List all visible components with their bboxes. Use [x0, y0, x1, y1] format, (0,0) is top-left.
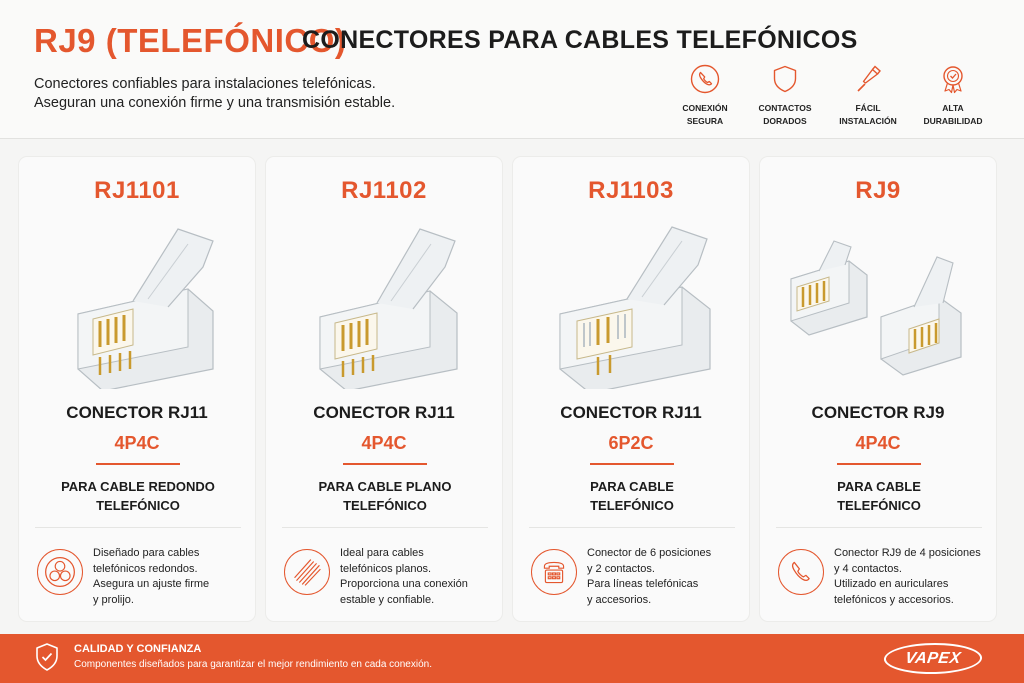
product-description: Ideal para cables telefónicos planos. Pr…	[340, 546, 500, 608]
card-divider	[529, 527, 735, 528]
product-card-rj1103: RJ1103 CONECTOR RJ11 6P2C PARA CABLE TEL…	[512, 156, 750, 622]
description-line: y accesorios.	[587, 593, 652, 606]
connector-image	[559, 226, 711, 389]
shield-icon	[773, 65, 797, 93]
card-divider	[35, 527, 241, 528]
description-line: Para líneas telefónicas	[587, 578, 699, 590]
product-use-line: PARA CABLE	[837, 479, 921, 494]
connector-image	[77, 228, 214, 389]
product-card-rj1101: RJ1101 CONECTOR RJ11 4P4C PARA CABLE RED…	[18, 156, 256, 622]
feature-label-line: DORADOS	[763, 116, 807, 126]
feature-secure-connection: CONEXIÓN SEGURA	[665, 64, 745, 128]
intro-line-1: Conectores confiables para instalaciones…	[34, 76, 376, 92]
product-card-rj1102: RJ1102 CONECTOR RJ11 4P4C PARA CABLE PLA…	[265, 156, 503, 622]
feature-label-line: DURABILIDAD	[923, 116, 983, 126]
feature-label-line: INSTALACIÓN	[839, 116, 897, 126]
connector-image	[790, 240, 962, 376]
round-cable-icon	[37, 549, 83, 595]
product-code: RJ1102	[341, 177, 427, 204]
card-divider	[776, 527, 982, 528]
intro-text: Conectores confiables para instalaciones…	[34, 75, 395, 113]
intro-line-2: Aseguran una conexión firme y una transm…	[34, 95, 396, 111]
accent-underline	[837, 463, 921, 465]
product-code: RJ9	[855, 177, 901, 204]
accent-underline	[96, 463, 180, 465]
footer-title: CALIDAD Y CONFIANZA	[74, 643, 202, 655]
feature-label-line: ALTA	[942, 103, 964, 113]
description-line: Asegura un ajuste firme	[93, 578, 210, 590]
feature-durability: ALTA DURABILIDAD	[913, 64, 993, 128]
product-use-line: TELEFÓNICO	[343, 498, 427, 513]
feature-label-line: FÁCIL	[855, 103, 881, 113]
product-use-line: TELEFÓNICO	[96, 498, 180, 513]
flat-cable-icon	[284, 549, 330, 595]
product-name: CONECTOR RJ11	[560, 403, 702, 422]
cable-icon	[857, 65, 881, 92]
feature-label-line: CONTACTOS	[758, 103, 812, 113]
description-line: telefónicos y accesorios.	[834, 593, 954, 606]
description-line: y 2 contactos.	[587, 562, 655, 575]
product-name: CONECTOR RJ11	[313, 403, 455, 422]
description-line: y prolijo.	[93, 593, 134, 606]
product-description: Conector RJ9 de 4 posiciones y 4 contact…	[834, 546, 994, 608]
feature-gold-contacts: CONTACTOS DORADOS	[745, 64, 825, 128]
shield-check-icon	[36, 643, 58, 671]
product-code: RJ1103	[588, 177, 674, 204]
description-line: Conector de 6 posiciones	[587, 547, 712, 559]
feature-easy-install: FÁCIL INSTALACIÓN	[828, 64, 908, 128]
product-use-line: TELEFÓNICO	[837, 498, 921, 513]
description-line: Utilizado en auriculares	[834, 578, 949, 590]
accent-underline	[590, 463, 674, 465]
product-use-line: PARA CABLE	[590, 479, 674, 494]
medal-icon	[943, 66, 963, 94]
product-use: PARA CABLE REDONDO TELEFÓNICO	[29, 477, 247, 515]
page-subtitle: CONECTORES PARA CABLES TELEFÓNICOS	[302, 26, 858, 54]
description-line: estable y confiable.	[340, 593, 435, 606]
phone-icon	[690, 64, 720, 94]
description-line: y 4 contactos.	[834, 562, 902, 575]
product-code: RJ1101	[94, 177, 180, 204]
product-use: PARA CABLE TELEFÓNICO	[523, 477, 741, 515]
feature-label: FÁCIL INSTALACIÓN	[828, 102, 908, 128]
footer-subtitle: Componentes diseñados para garantizar el…	[74, 659, 432, 670]
product-config: 4P4C	[361, 433, 407, 453]
product-config: 4P4C	[855, 433, 901, 453]
card-divider	[282, 527, 488, 528]
product-use-line: PARA CABLE PLANO	[318, 479, 452, 494]
page-header: RJ9 (TELEFÓNICO) CONECTORES PARA CABLES …	[0, 0, 1024, 138]
feature-label-line: SEGURA	[686, 116, 724, 126]
product-config: 6P2C	[608, 433, 654, 453]
product-name: CONECTOR RJ9	[811, 403, 945, 422]
description-line: Proporciona una conexión	[340, 578, 468, 590]
product-name: CONECTOR RJ11	[66, 403, 208, 422]
description-line: Conector RJ9 de 4 posiciones	[834, 547, 981, 559]
feature-label: ALTA DURABILIDAD	[913, 102, 993, 128]
feature-label-line: CONEXIÓN	[682, 103, 728, 113]
handset-icon	[778, 549, 824, 595]
feature-label: CONEXIÓN SEGURA	[665, 102, 745, 128]
product-card-rj9: RJ9 CONECTOR RJ9 4P4C PARA CABLE TELEFÓN…	[759, 156, 997, 622]
feature-label: CONTACTOS DORADOS	[745, 102, 825, 128]
product-use-line: PARA CABLE REDONDO	[61, 479, 215, 494]
description-line: Diseñado para cables	[93, 547, 200, 559]
description-line: telefónicos redondos.	[93, 562, 198, 575]
product-config: 4P4C	[114, 433, 160, 453]
product-use-line: TELEFÓNICO	[590, 498, 674, 513]
footer-banner: CALIDAD Y CONFIANZA Componentes diseñado…	[0, 634, 1024, 683]
accent-underline	[343, 463, 427, 465]
desk-phone-icon	[531, 549, 577, 595]
description-line: Ideal para cables	[340, 547, 424, 559]
product-use: PARA CABLE PLANO TELEFÓNICO	[276, 477, 494, 515]
product-use: PARA CABLE TELEFÓNICO	[770, 477, 988, 515]
connector-image	[319, 228, 458, 389]
page-title: RJ9 (TELEFÓNICO)	[34, 22, 347, 59]
product-description: Diseñado para cables telefónicos redondo…	[93, 546, 253, 608]
brand-logo: VAPEX	[881, 643, 985, 674]
description-line: telefónicos planos.	[340, 562, 432, 575]
product-description: Conector de 6 posiciones y 2 contactos. …	[587, 546, 747, 608]
header-divider	[0, 138, 1024, 139]
